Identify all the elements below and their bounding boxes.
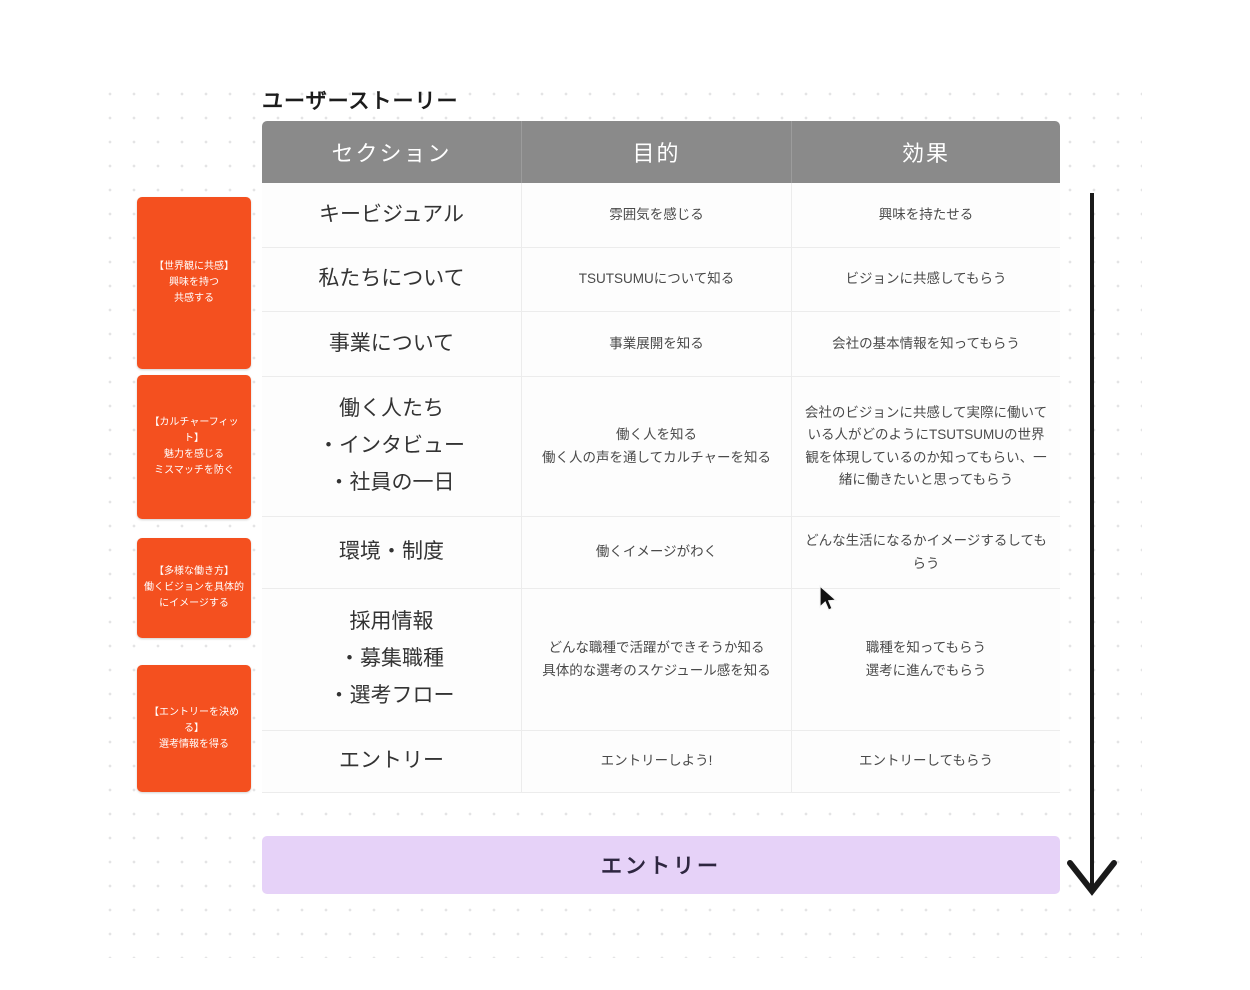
entry-bar[interactable]: エントリー [262, 836, 1060, 894]
table-cell-purpose[interactable]: どんな職種で活躍ができそうか知る 具体的な選考のスケジュール感を知る [522, 589, 792, 731]
sticky-note-culture-fit[interactable]: 【カルチャーフィット】 魅力を感じる ミスマッチを防ぐ [137, 375, 251, 519]
table-cell-purpose[interactable]: 雰囲気を感じる [522, 183, 792, 248]
sticky-note-empathy-worldview[interactable]: 【世界観に共感】 興味を持つ 共感する [137, 197, 251, 369]
table-cell-purpose[interactable]: 働くイメージがわく [522, 517, 792, 589]
sticky-note-work-style[interactable]: 【多様な働き方】 働くビジョンを具体的にイメージする [137, 538, 251, 638]
table-cell-section[interactable]: 採用情報 ・募集職種 ・選考フロー [262, 589, 522, 731]
table-cell-effect[interactable]: エントリーしてもらう [792, 731, 1060, 793]
table-cell-effect[interactable]: 職種を知ってもらう 選考に進んでもらう [792, 589, 1060, 731]
table-cell-purpose[interactable]: 事業展開を知る [522, 312, 792, 377]
table-cell-effect[interactable]: 会社の基本情報を知ってもらう [792, 312, 1060, 377]
table-cell-effect[interactable]: 興味を持たせる [792, 183, 1060, 248]
table-cell-section[interactable]: 私たちについて [262, 248, 522, 312]
table-cell-purpose[interactable]: 働く人を知る 働く人の声を通してカルチャーを知る [522, 377, 792, 517]
table-cell-section[interactable]: エントリー [262, 731, 522, 793]
table-cell-purpose[interactable]: エントリーしよう! [522, 731, 792, 793]
mouse-cursor-icon [819, 585, 838, 611]
table-header-section[interactable]: セクション [262, 121, 522, 183]
table-cell-section[interactable]: 働く人たち ・インタビュー ・社員の一日 [262, 377, 522, 517]
page-title[interactable]: ユーザーストーリー [262, 90, 459, 113]
table-header-effect[interactable]: 効果 [792, 121, 1060, 183]
table-cell-section[interactable]: 環境・制度 [262, 517, 522, 589]
table-cell-effect[interactable]: どんな生活になるかイメージするしてもらう [792, 517, 1060, 589]
table-cell-section[interactable]: 事業について [262, 312, 522, 377]
table-header-purpose[interactable]: 目的 [522, 121, 792, 183]
table-cell-purpose[interactable]: TSUTSUMUについて知る [522, 248, 792, 312]
down-arrow-icon[interactable] [1060, 185, 1124, 905]
table-cell-effect[interactable]: 会社のビジョンに共感して実際に働いている人がどのようにTSUTSUMUの世界観を… [792, 377, 1060, 517]
user-story-table[interactable]: セクション 目的 効果 キービジュアル 雰囲気を感じる 興味を持たせる 私たちに… [262, 121, 1060, 793]
table-cell-effect[interactable]: ビジョンに共感してもらう [792, 248, 1060, 312]
table-cell-section[interactable]: キービジュアル [262, 183, 522, 248]
sticky-note-decide-entry[interactable]: 【エントリーを決める】 選考情報を得る [137, 665, 251, 792]
